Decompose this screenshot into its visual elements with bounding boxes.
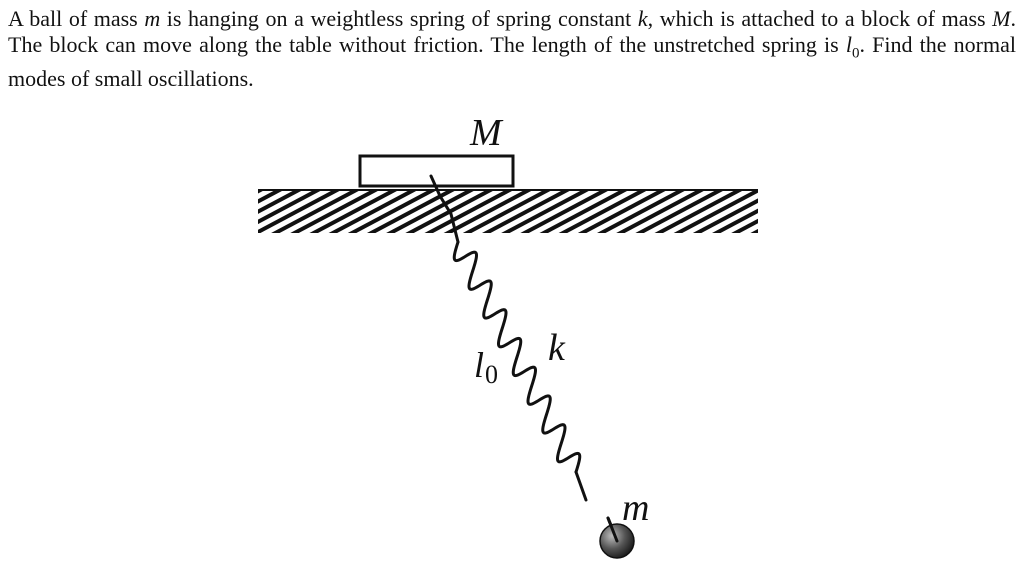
label-k: k — [548, 327, 566, 369]
var-k: k — [637, 6, 648, 31]
label-m: m — [622, 487, 649, 529]
ball-rod-front — [606, 516, 619, 543]
problem-text-1: A ball of mass — [8, 6, 145, 31]
var-M: M — [992, 6, 1011, 31]
problem-text-4: . The block can move along the table wit… — [8, 6, 1016, 57]
var-l-subscript: 0 — [852, 45, 860, 62]
block-M — [358, 154, 515, 188]
problem-statement: A ball of mass m is hanging on a weightl… — [8, 6, 1016, 92]
label-l: l — [474, 345, 484, 385]
var-m: m — [144, 6, 161, 31]
problem-text-5: . Find the normal modes of small oscilla… — [8, 32, 1016, 92]
table-surface — [258, 190, 758, 233]
spring-top-lead — [429, 174, 460, 244]
label-l0: l0 — [474, 345, 498, 389]
problem-text-2: is hanging on a weightless spring of spr… — [160, 6, 638, 31]
var-l: l — [845, 32, 853, 57]
spring-coil — [452, 240, 582, 474]
label-M: M — [469, 112, 504, 154]
label-l-sub: 0 — [485, 360, 498, 389]
spring-bottom-lead — [574, 470, 588, 502]
problem-text-3: , which is attached to a block of mass — [647, 6, 993, 31]
